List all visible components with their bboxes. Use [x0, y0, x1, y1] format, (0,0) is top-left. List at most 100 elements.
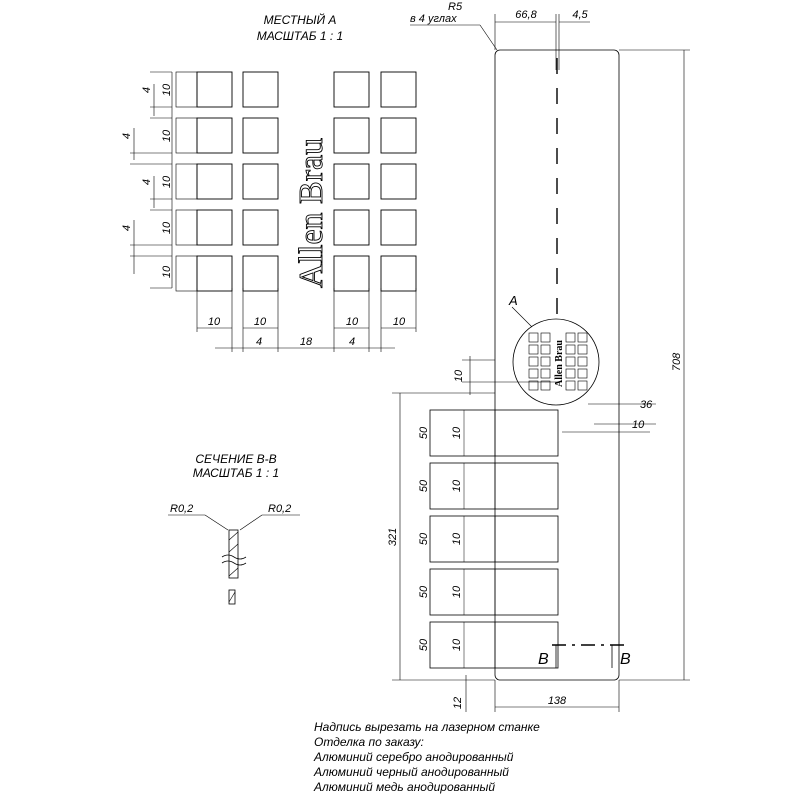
dim-hole-width: 10: [393, 316, 406, 328]
mini-hole: [540, 380, 551, 391]
detail-a-hole: [242, 71, 279, 108]
detail-a-edge-block: [175, 117, 198, 154]
dim-slot-10: 10: [451, 532, 463, 545]
mini-hole: [528, 368, 539, 379]
mini-hole: [528, 380, 539, 391]
break-line: [221, 560, 247, 566]
section-mark-left: B: [538, 651, 549, 668]
break-line: [221, 554, 247, 560]
dim-vertical-gap: 4: [121, 225, 133, 231]
detail-a-hole: [196, 163, 233, 200]
dim-hole-height: 10: [161, 83, 173, 96]
detail-a-hole: [242, 163, 279, 200]
dim-bottom: 12: [452, 697, 464, 709]
dim-hole-width: 10: [254, 316, 267, 328]
dim-plate-height: 708: [671, 352, 683, 371]
slot: [429, 568, 559, 616]
detail-a-hole: [333, 71, 370, 108]
callout-a-mini-grid: [528, 332, 588, 391]
dim-hole-height: 10: [161, 221, 173, 234]
dim-hole-height: 10: [161, 175, 173, 188]
mini-hole: [577, 356, 588, 367]
dim-hole-gap: 4: [349, 336, 355, 348]
callout-a-brand: Allen Brau: [554, 340, 565, 387]
callout-a-label: A: [508, 293, 518, 308]
main-plate-view: R5 в 4 углах 66,8 4,5 708 Allen Brau A 3…: [387, 1, 690, 712]
dim-slot-10: 10: [451, 426, 463, 439]
detail-a-hole: [242, 255, 279, 292]
detail-a-edge-block: [175, 209, 198, 246]
detail-a-hole-grid: [175, 71, 417, 292]
dim-top-offset: 66,8: [515, 9, 537, 21]
radius-right-label: R0,2: [268, 503, 291, 515]
dim-hole-height: 10: [161, 265, 173, 278]
mini-hole: [565, 368, 576, 379]
detail-a-hole: [380, 209, 417, 246]
dim-slot-10: 10: [451, 585, 463, 598]
dim-slot-50: 50: [418, 638, 430, 651]
detail-a-hole: [333, 117, 370, 154]
dim-top-slot: 4,5: [572, 9, 588, 21]
detail-a-hole: [333, 163, 370, 200]
mini-hole: [577, 368, 588, 379]
detail-a-hole: [242, 117, 279, 154]
note-line: Надпись вырезать на лазерном станке: [314, 720, 540, 734]
section-bb-title: СЕЧЕНИЕ В-В: [195, 452, 276, 466]
detail-a-hole: [196, 117, 233, 154]
slot: [429, 515, 559, 563]
dim-36: 36: [640, 399, 653, 411]
note-line: Алюминий серебро анодированный: [313, 750, 514, 764]
radius-left-label: R0,2: [170, 503, 193, 515]
detail-a-hole: [380, 255, 417, 292]
mini-hole: [540, 332, 551, 343]
dim-10-right: 10: [632, 419, 645, 431]
section-bb-scale: МАСШТАБ 1 : 1: [193, 466, 279, 480]
mini-hole: [577, 380, 588, 391]
dim-plate-width: 138: [548, 695, 567, 707]
dim-slot-50: 50: [418, 426, 430, 439]
dim-slot-50: 50: [418, 532, 430, 545]
detail-a-hole: [242, 209, 279, 246]
callout-a-circle: [512, 318, 600, 406]
dim-vertical-gap: 4: [141, 179, 153, 185]
mini-hole: [565, 356, 576, 367]
dim-hole-width: 10: [208, 316, 221, 328]
mini-hole: [577, 332, 588, 343]
detail-a-left-dims: 10 10 10 10 10 4 4 4 4: [121, 71, 173, 289]
detail-a-bottom-dims: 10 10 10 10 4 18 4: [196, 288, 417, 352]
mini-hole: [540, 368, 551, 379]
detail-a-hole: [196, 209, 233, 246]
detail-a-title: МЕСТНЫЙ А: [264, 11, 337, 27]
mini-hole: [528, 344, 539, 355]
detail-a-hole: [333, 209, 370, 246]
note-line: Алюминий черный анодированный: [313, 765, 509, 779]
dim-slot-10: 10: [451, 638, 463, 651]
note-line: Алюминий медь анодированный: [313, 780, 495, 794]
detail-a-edge-block: [175, 71, 198, 108]
section-profile: [228, 529, 239, 579]
section-bb: СЕЧЕНИЕ В-В МАСШТАБ 1 : 1 R0,2 R0,2: [168, 452, 300, 605]
detail-a-hole: [380, 163, 417, 200]
dim-slot-50: 50: [418, 479, 430, 492]
corner-radius-note: в 4 углах: [410, 13, 457, 25]
dim-slot-10: 10: [451, 479, 463, 492]
detail-a-scale: МАСШТАБ 1 : 1: [257, 29, 343, 43]
dim-vertical-gap: 4: [121, 133, 133, 139]
corner-radius-label: R5: [448, 1, 463, 13]
plate-outline: [494, 49, 620, 681]
mini-hole: [528, 356, 539, 367]
notes: Надпись вырезать на лазерном станке Отде…: [313, 720, 540, 794]
mini-hole: [565, 344, 576, 355]
mini-hole: [540, 356, 551, 367]
detail-a-edge-block: [175, 255, 198, 292]
dim-top-gap: 10: [453, 369, 465, 382]
slot: [429, 409, 559, 457]
dim-vertical-gap: 4: [141, 87, 153, 93]
detail-a: МЕСТНЫЙ А МАСШТАБ 1 : 1 Allen Brau 10 10…: [121, 11, 417, 352]
section-mark-right: B: [620, 651, 631, 668]
slot: [429, 462, 559, 510]
detail-a-hole: [196, 71, 233, 108]
section-small-profile: [228, 589, 236, 605]
dim-hole-height: 10: [161, 129, 173, 142]
